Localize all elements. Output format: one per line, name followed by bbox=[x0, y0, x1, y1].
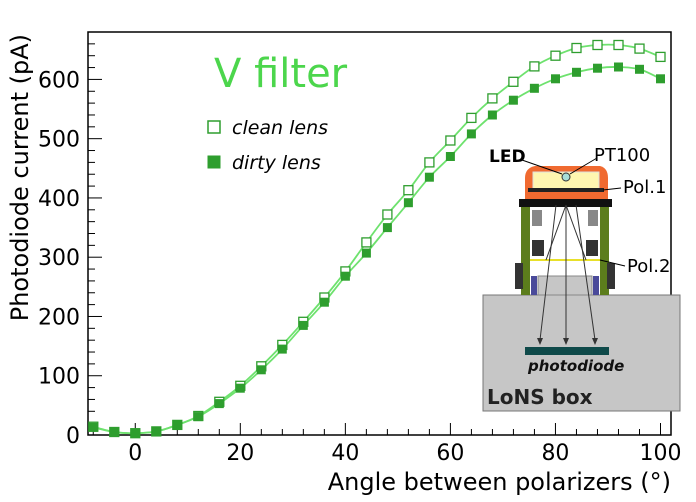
data-point-clean-lens bbox=[550, 50, 561, 61]
data-point-dirty-lens bbox=[572, 67, 581, 77]
x-tick-label: 40 bbox=[331, 441, 359, 466]
data-point-clean-lens bbox=[382, 209, 393, 220]
fit-curves bbox=[93, 43, 661, 435]
data-point-clean-lens bbox=[592, 39, 603, 51]
apparatus-inset: LoNS box photodiode bbox=[482, 145, 681, 412]
x-tick-label: 60 bbox=[436, 441, 464, 466]
bottom-side-left bbox=[531, 276, 537, 295]
pt100-label: PT100 bbox=[594, 145, 650, 166]
inner-block-left-mid bbox=[532, 240, 544, 256]
led-diode bbox=[561, 172, 571, 182]
data-points bbox=[88, 39, 666, 439]
data-point-clean-lens bbox=[613, 39, 624, 51]
data-point-dirty-lens bbox=[403, 198, 413, 208]
legend-marker-dirty-lens bbox=[207, 155, 221, 169]
data-point-dirty-lens bbox=[172, 420, 182, 430]
data-point-dirty-lens bbox=[130, 428, 140, 438]
data-point-dirty-lens bbox=[235, 383, 245, 393]
data-point-clean-lens bbox=[361, 237, 372, 248]
x-tick-label: 0 bbox=[128, 441, 142, 466]
data-point-dirty-lens bbox=[614, 62, 623, 72]
inner-block-right-mid bbox=[586, 240, 598, 256]
photodiode-label: photodiode bbox=[527, 357, 624, 375]
data-point-dirty-lens bbox=[593, 63, 602, 73]
data-point-dirty-lens bbox=[319, 297, 329, 307]
legend: clean lens dirty lens bbox=[207, 117, 328, 174]
data-point-dirty-lens bbox=[214, 399, 224, 409]
pol1-plate bbox=[528, 188, 604, 192]
housing-right-rail bbox=[600, 205, 609, 295]
data-point-clean-lens bbox=[445, 135, 456, 146]
data-point-dirty-lens bbox=[277, 344, 287, 354]
data-point-clean-lens bbox=[529, 61, 540, 72]
data-point-clean-lens bbox=[508, 76, 519, 87]
data-point-clean-lens bbox=[634, 43, 645, 54]
y-axis-title: Photodiode current (pA) bbox=[6, 34, 34, 321]
lons-box-label: LoNS box bbox=[487, 385, 593, 409]
data-point-dirty-lens bbox=[298, 320, 308, 330]
y-tick-label: 200 bbox=[38, 305, 80, 330]
data-point-dirty-lens bbox=[382, 223, 392, 233]
data-point-clean-lens bbox=[487, 93, 498, 104]
data-point-dirty-lens bbox=[551, 74, 560, 84]
data-point-dirty-lens bbox=[466, 129, 476, 139]
data-point-clean-lens bbox=[655, 51, 666, 63]
fit-curve-dirty-lens bbox=[93, 66, 661, 435]
bottom-plate bbox=[537, 275, 593, 296]
data-point-dirty-lens bbox=[256, 365, 266, 375]
data-point-dirty-lens bbox=[635, 64, 644, 74]
legend-label-dirty-lens: dirty lens bbox=[232, 152, 321, 174]
data-point-dirty-lens bbox=[424, 172, 434, 182]
chart-title: V filter bbox=[214, 51, 348, 97]
light-rays bbox=[539, 204, 596, 341]
data-point-dirty-lens bbox=[193, 412, 203, 422]
housing-top-bar bbox=[519, 199, 612, 207]
ray-arrowheads bbox=[537, 338, 598, 345]
pt100-leader bbox=[569, 157, 598, 175]
y-tick-label: 600 bbox=[38, 68, 80, 93]
pol1-label: Pol.1 bbox=[623, 177, 666, 198]
axis-tick-labels: 0 20 40 60 80 100 0 100 200 300 400 500 600 bbox=[38, 68, 681, 466]
housing-left-rail bbox=[521, 205, 530, 295]
x-tick-label: 20 bbox=[226, 441, 254, 466]
pol2-label: Pol.2 bbox=[627, 256, 670, 277]
legend-label-clean-lens: clean lens bbox=[232, 117, 328, 139]
data-point-dirty-lens bbox=[656, 74, 665, 84]
pol2-leader bbox=[599, 259, 626, 267]
inner-block-right-top bbox=[588, 210, 598, 226]
data-point-dirty-lens bbox=[361, 248, 371, 258]
bottom-side-right bbox=[593, 276, 599, 295]
data-point-clean-lens bbox=[571, 42, 582, 54]
led-label: LED bbox=[489, 147, 526, 167]
y-tick-label: 300 bbox=[38, 246, 80, 271]
data-point-clean-lens bbox=[466, 112, 477, 124]
data-point-dirty-lens bbox=[529, 83, 539, 93]
housing-right-base bbox=[607, 263, 615, 289]
pol2-plate bbox=[530, 259, 600, 261]
y-tick-label: 400 bbox=[38, 187, 80, 212]
y-tick-label: 100 bbox=[38, 365, 80, 390]
y-tick-label: 500 bbox=[38, 128, 80, 153]
photodiode bbox=[525, 347, 609, 355]
legend-marker-clean-lens bbox=[207, 120, 221, 134]
x-axis-title: Angle between polarizers (°) bbox=[328, 468, 671, 496]
data-point-dirty-lens bbox=[487, 110, 497, 120]
pol1-leader bbox=[602, 187, 622, 191]
data-point-dirty-lens bbox=[88, 422, 98, 432]
led-leader bbox=[521, 159, 563, 175]
data-point-dirty-lens bbox=[508, 95, 518, 105]
data-point-dirty-lens bbox=[340, 271, 350, 281]
data-point-clean-lens bbox=[403, 185, 414, 196]
housing-left-base bbox=[515, 263, 523, 289]
data-point-clean-lens bbox=[424, 157, 435, 168]
data-point-dirty-lens bbox=[109, 427, 119, 437]
data-point-dirty-lens bbox=[445, 152, 455, 161]
x-tick-label: 80 bbox=[541, 441, 569, 466]
inner-block-left-top bbox=[532, 210, 542, 226]
x-tick-label: 100 bbox=[639, 441, 681, 466]
data-point-dirty-lens bbox=[151, 426, 161, 436]
y-tick-label: 0 bbox=[66, 424, 80, 449]
